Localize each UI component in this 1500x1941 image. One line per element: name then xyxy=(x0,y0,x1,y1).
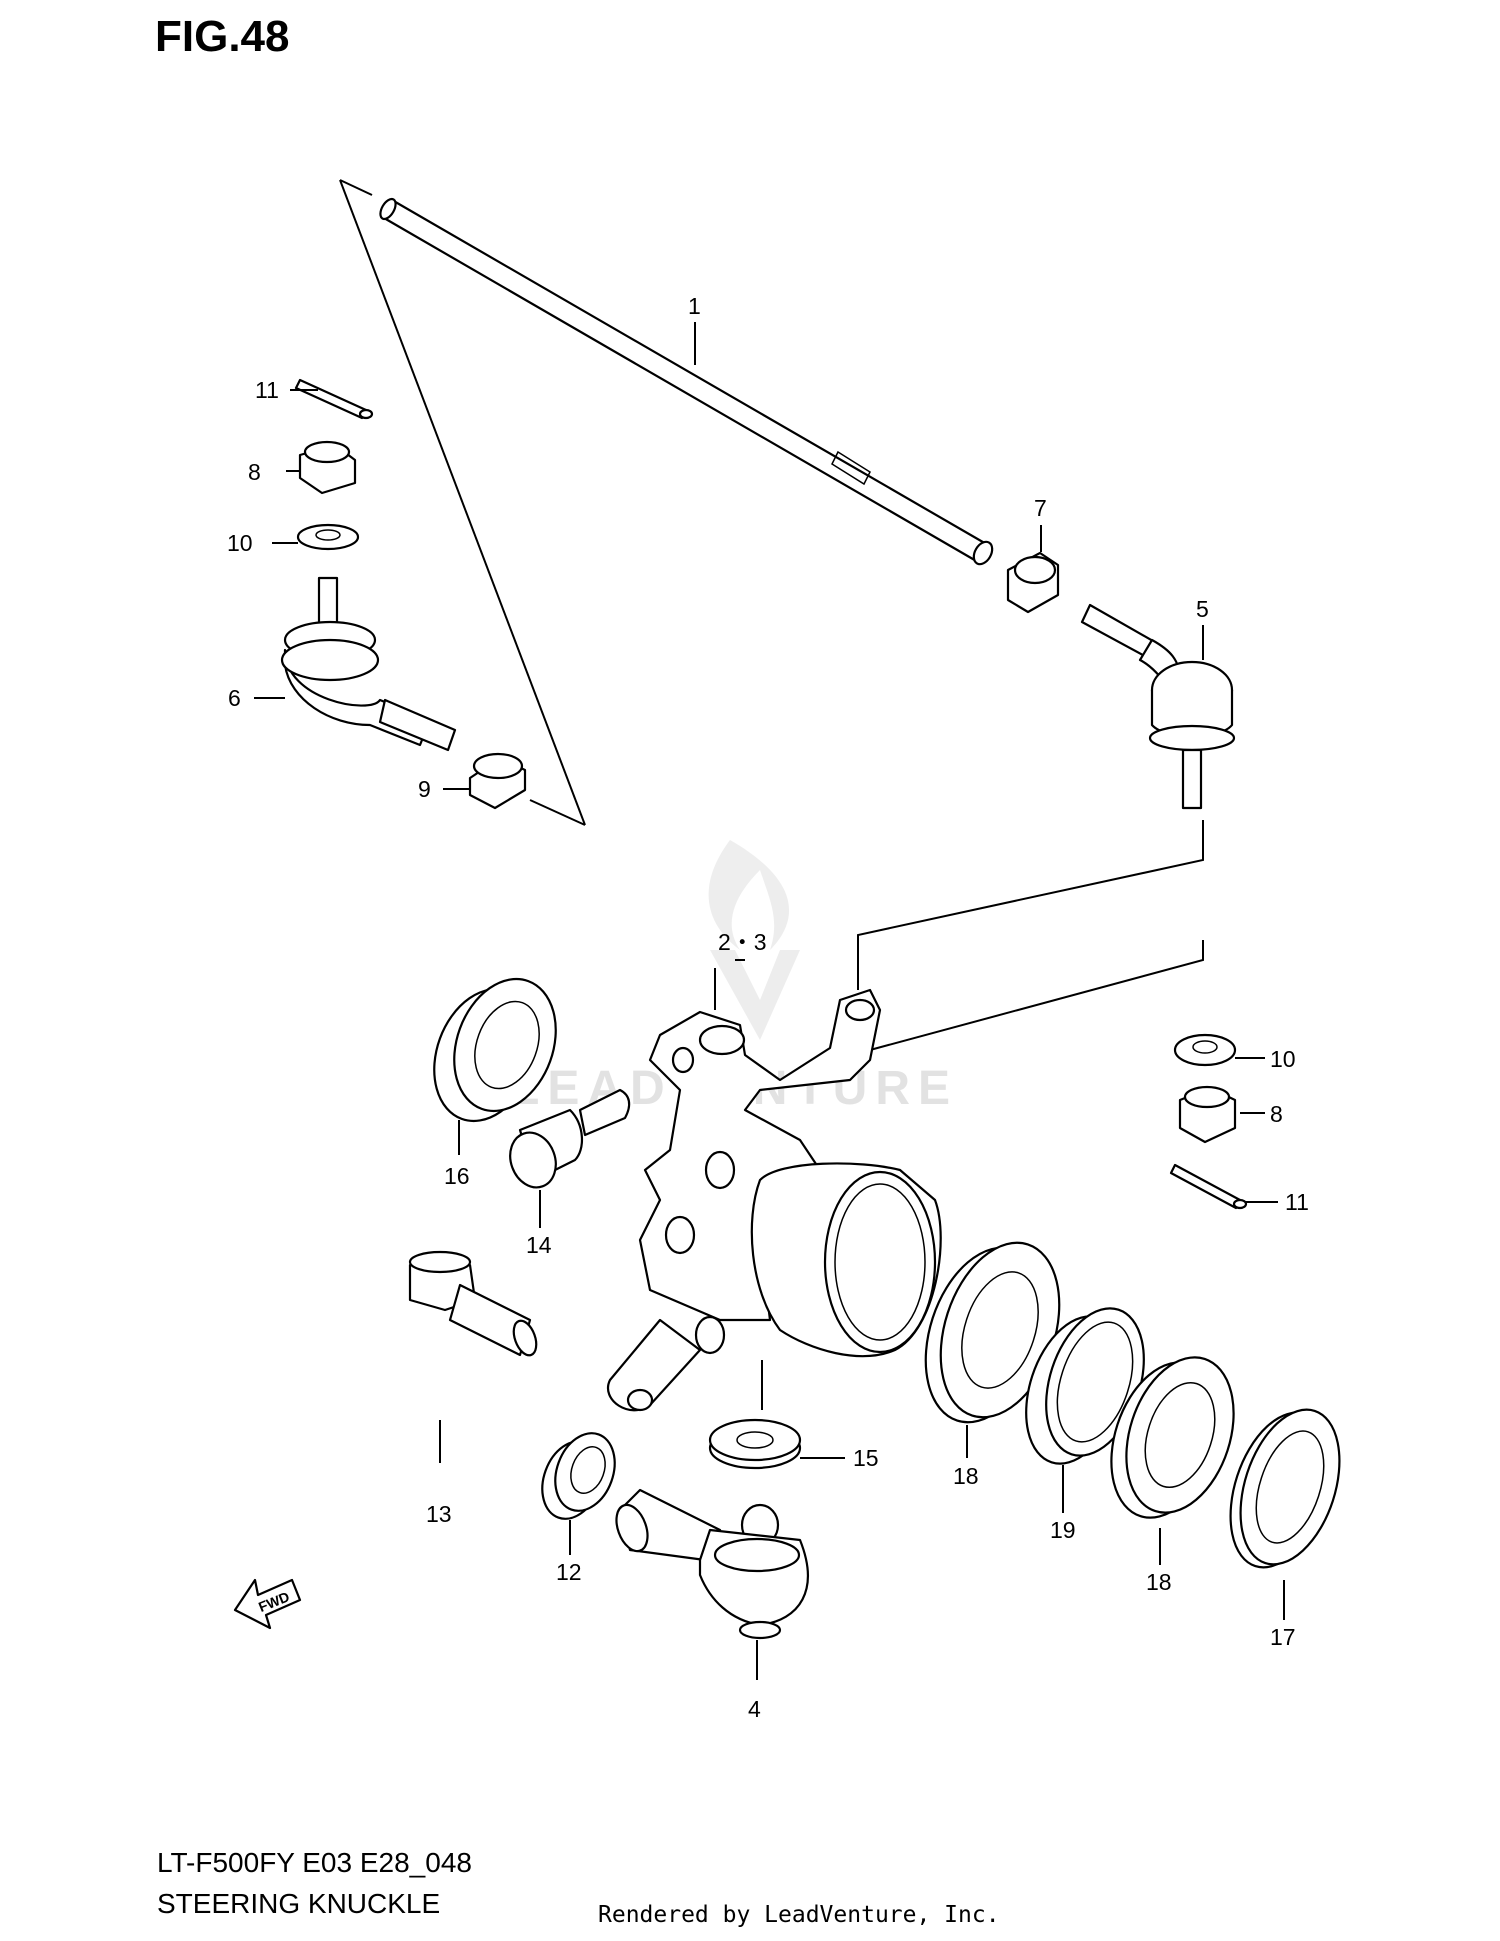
seal-17-part xyxy=(1229,1408,1341,1569)
callout-10-right: 10 xyxy=(1270,1046,1296,1072)
flame-logo-icon xyxy=(708,840,790,950)
cotter-pin-right-part xyxy=(1169,1163,1248,1210)
castle-nut-right-part xyxy=(1178,1085,1237,1144)
callout-13: 13 xyxy=(426,1501,452,1527)
leader-lines xyxy=(254,322,1285,1680)
washer-15-part xyxy=(708,1418,802,1470)
bolt-14-part xyxy=(509,1088,631,1189)
render-credit: Rendered by LeadVenture, Inc. xyxy=(598,1902,1000,1928)
callout-10-top: 10 xyxy=(227,530,253,556)
callout-numbers: 1 2・3 4 5 6 7 8 8 9 10 10 11 11 12 13 14… xyxy=(227,293,1309,1722)
bearing-left-part xyxy=(924,1241,1061,1424)
callout-11-top: 11 xyxy=(255,377,279,403)
callout-18-left: 18 xyxy=(953,1463,979,1489)
callout-6: 6 xyxy=(228,685,241,711)
nut-left-part xyxy=(468,752,527,810)
bearing-right-part xyxy=(1110,1356,1235,1519)
model-code: LT-F500FY E03 E28_048 xyxy=(157,1847,472,1878)
steering-knuckle-part xyxy=(607,988,942,1412)
callout-5: 5 xyxy=(1196,596,1209,622)
callout-18-right: 18 xyxy=(1146,1569,1172,1595)
tie-rod-end-left-part xyxy=(280,576,457,752)
callout-9: 9 xyxy=(418,776,431,802)
bushing-part xyxy=(541,1432,616,1520)
tie-rod-part xyxy=(379,197,994,566)
callout-15: 15 xyxy=(853,1445,879,1471)
tie-rod-bracket xyxy=(339,179,586,826)
callout-19: 19 xyxy=(1050,1517,1076,1543)
ball-joint-part xyxy=(615,1488,809,1640)
callout-8-right: 8 xyxy=(1270,1101,1283,1127)
callout-7: 7 xyxy=(1034,495,1047,521)
lock-nut-part xyxy=(1006,551,1060,614)
callout-11-right: 11 xyxy=(1285,1189,1309,1215)
callout-16: 16 xyxy=(444,1163,470,1189)
section-name: STEERING KNUCKLE xyxy=(157,1888,441,1919)
bolt-13-part xyxy=(408,1250,538,1357)
figure-title: FIG.48 xyxy=(155,12,290,61)
callout-1: 1 xyxy=(688,293,701,319)
dust-seal-part xyxy=(433,977,557,1123)
callout-2-3: 2・3 xyxy=(718,929,767,955)
castle-nut-top-part xyxy=(298,440,357,495)
callout-8-top: 8 xyxy=(248,459,261,485)
washer-right-part xyxy=(1173,1033,1237,1067)
callout-12: 12 xyxy=(556,1559,582,1585)
tie-rod-end-right-part xyxy=(1080,603,1236,810)
callout-4: 4 xyxy=(748,1696,761,1722)
assembly-lines xyxy=(714,820,1204,1410)
callout-14: 14 xyxy=(526,1232,552,1258)
washer-top-part xyxy=(296,523,360,551)
callout-17: 17 xyxy=(1270,1624,1296,1650)
fwd-arrow: FWD xyxy=(233,1578,302,1630)
cotter-pin-top-part xyxy=(294,378,374,420)
